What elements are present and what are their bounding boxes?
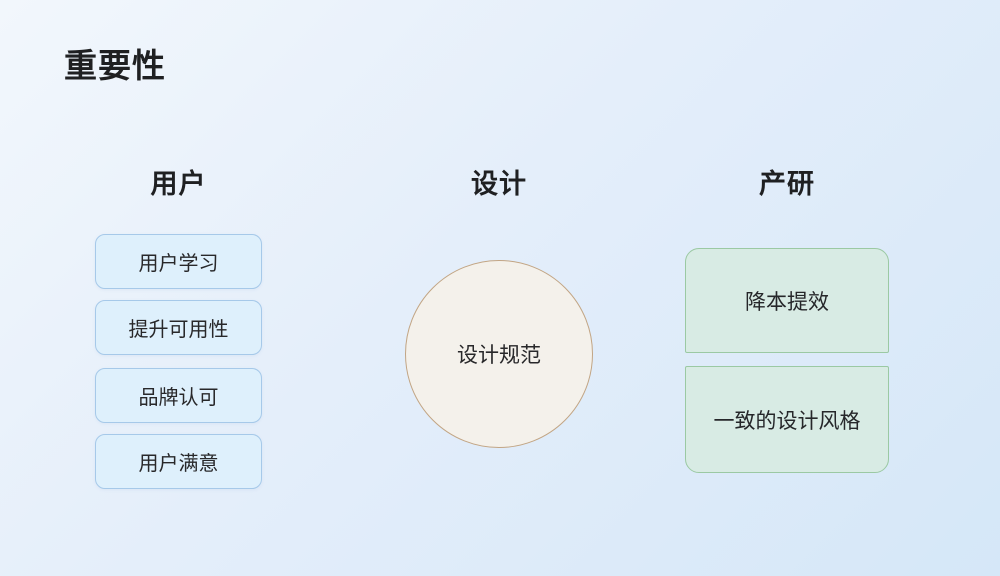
column-header-product: 产研 xyxy=(759,169,815,199)
user-benefit-box-usability: 提升可用性 xyxy=(95,300,262,355)
product-benefit-box-consistency: 一致的设计风格 xyxy=(685,366,889,473)
slide-title: 重要性 xyxy=(64,47,166,84)
design-spec-circle: 设计规范 xyxy=(405,260,593,448)
user-benefit-box-learning: 用户学习 xyxy=(95,234,262,289)
column-header-design: 设计 xyxy=(471,169,527,199)
user-benefit-box-satisfaction: 用户满意 xyxy=(95,434,262,489)
user-benefit-box-brand: 品牌认可 xyxy=(95,368,262,423)
column-header-users: 用户 xyxy=(150,169,207,199)
product-benefit-box-efficiency: 降本提效 xyxy=(685,248,889,353)
